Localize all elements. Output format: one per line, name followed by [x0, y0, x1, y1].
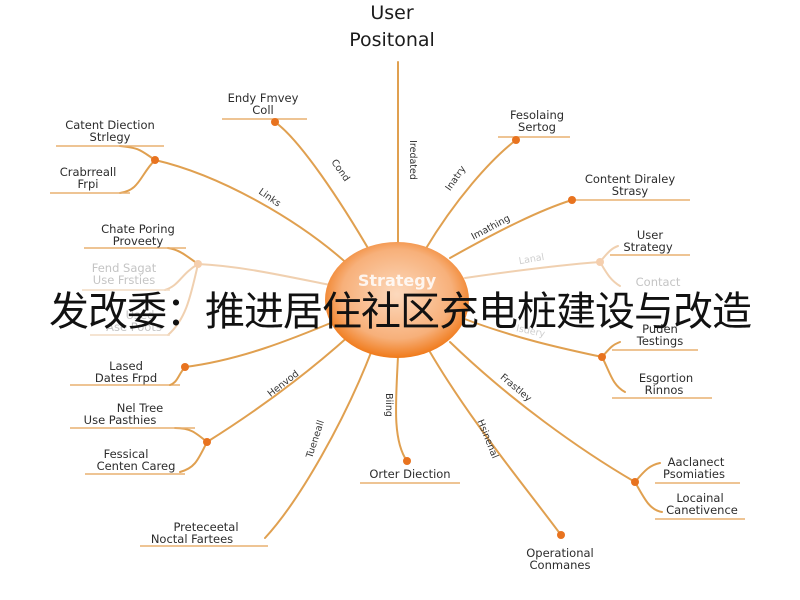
leaf-orter-diection-line1: Orter Diection: [369, 467, 450, 481]
leaf-esgortion-line2: Rinnos: [645, 383, 684, 397]
edge-label-links: Links: [256, 186, 282, 209]
edge-label-root: Iredated: [407, 140, 418, 180]
leaf-used-line1: Used: [126, 308, 155, 322]
branch-root: Iredated: [397, 61, 418, 253]
branch-tueneall: Tueneall Preteceetal Noctal Fartees: [140, 349, 373, 547]
root-node: User Positonal: [349, 2, 435, 51]
leaf-lased-line1: Lased: [109, 359, 143, 373]
leaf-preteceetal-line2: Noctal Fartees: [151, 532, 233, 546]
central-hub-label: Strategy: [358, 271, 437, 290]
leaf-operational-line2: Conmanes: [530, 558, 591, 572]
leaf-user-strategy-line1: User: [637, 228, 663, 242]
leaf-aaclanect-line2: Psomiaties: [663, 467, 725, 481]
leaf-fessical-line1: Fessical: [104, 447, 149, 461]
leaf-puden-line2: Testings: [636, 334, 683, 348]
leaf-operational-line1: Operational: [526, 546, 593, 560]
central-hub: Strategy: [325, 242, 469, 358]
root-title-line1: User: [370, 2, 413, 24]
leaf-chate-poring-line1: Chate Poring: [101, 222, 175, 236]
leaf-locainal-line2: Canetivence: [666, 503, 738, 517]
leaf-fessical-line2: Centen Careg: [97, 459, 176, 473]
leaf-preteceetal-line1: Preteceetal: [173, 520, 238, 534]
leaf-puden-line1: Puden: [642, 322, 678, 336]
leaf-fesolaing-line1: Fesolaing: [510, 108, 564, 122]
leaf-endy-fmvey-line1: Endy Fmvey: [228, 91, 299, 105]
edge-label-endy: Cond: [329, 157, 352, 183]
leaf-endy-fmvey-line2: Coll: [252, 103, 273, 117]
leaf-crabrreall-line2: Frpi: [77, 177, 98, 191]
leaf-fesolaing-line2: Sertog: [518, 120, 556, 134]
leaf-fend-sagat-line1: Fend Sagat: [92, 261, 157, 275]
leaf-catent-line2: Strlegy: [90, 130, 131, 144]
leaf-catent-line1: Catent Diection: [65, 118, 155, 132]
edge-label-lanal: Lanal: [518, 252, 545, 267]
leaf-user-strategy-line2: Strategy: [623, 240, 672, 254]
leaf-nel-tree-line1: Nel Tree: [117, 401, 164, 415]
branch-frastley: Frastley Aaclanect Psomiaties Locainal C…: [449, 341, 745, 520]
edge-label-henvod: Henvod: [266, 368, 302, 399]
headline-overlay: 发改委：推进居住社区充电桩建设与改造: [49, 289, 752, 335]
root-title-line2: Positonal: [349, 29, 435, 51]
leaf-used-line2: Ase Poots: [106, 320, 162, 334]
leaf-crabrreall-line1: Crabrreall: [60, 165, 117, 179]
leaf-content-diraley-line1: Content Diraley: [585, 172, 675, 186]
leaf-locainal-line1: Locainal: [676, 491, 723, 505]
leaf-aaclanect-line1: Aaclanect: [668, 455, 725, 469]
leaf-contact-line1: Contact: [636, 275, 681, 289]
branch-endy-fmvey: Cond Endy Fmvey Coll: [222, 91, 373, 256]
leaf-content-diraley-line2: Strasy: [612, 184, 649, 198]
branch-lanal: Lanal User Strategy Contact: [464, 228, 690, 289]
leaf-lased-line2: Dates Frpd: [95, 371, 157, 385]
edge-label-biing: Biing: [383, 393, 394, 417]
edge-label-inatry: Inatry: [443, 164, 468, 193]
branch-lased: Lased Dates Frpd: [70, 319, 339, 386]
edge-label-hsinenal: Hsinenal: [475, 418, 501, 460]
branch-links: Links Catent Diection Strlegy Crabrreall…: [50, 118, 353, 269]
branch-left-cluster: Chate Poring Proveety Fend Sagat Use Frs…: [82, 222, 331, 336]
leaf-esgortion-line1: Esgortion: [639, 371, 693, 385]
leaf-fend-sagat-line2: Use Frsties: [93, 273, 155, 287]
branch-biing: Biing Orter Diection: [360, 355, 460, 484]
leaf-chate-poring-line2: Proveety: [113, 234, 164, 248]
leaf-nel-tree-line2: Use Pasthies: [84, 413, 157, 427]
